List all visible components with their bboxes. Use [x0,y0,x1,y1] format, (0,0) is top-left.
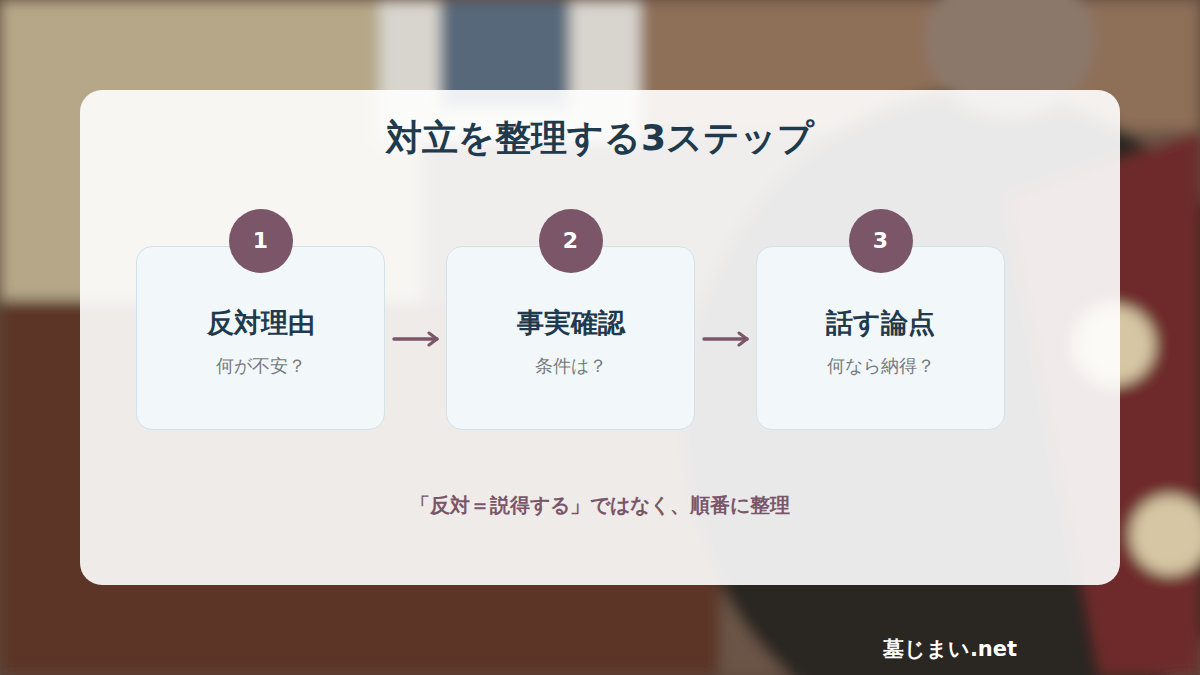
step-heading: 反対理由 [137,302,384,344]
step-card: 事実確認条件は？2 [446,246,695,430]
step-question: 何なら納得？ [757,351,1004,381]
step-number: 1 [253,230,268,252]
content-panel [80,90,1120,585]
flow-arrow [704,337,747,341]
step-question: 何が不安？ [137,351,384,381]
summary-note: 「反対＝説得する」ではなく、順番に整理 [80,490,1120,520]
step-number-circle: 1 [229,209,293,273]
step-heading: 事実確認 [447,302,694,344]
flow-arrow [394,337,437,341]
step-number: 2 [563,230,578,252]
diagram-title: 対立を整理する3ステップ [80,110,1120,166]
step-number-circle: 2 [539,209,603,273]
stole-crest [1130,495,1200,575]
step-number-circle: 3 [849,209,913,273]
step-question: 条件は？ [447,351,694,381]
step-heading: 話す論点 [757,302,1004,344]
step-number: 3 [873,230,888,252]
site-watermark: 墓じまい.net [870,634,1030,664]
step-card: 話す論点何なら納得？3 [756,246,1005,430]
step-card: 反対理由何が不安？1 [136,246,385,430]
